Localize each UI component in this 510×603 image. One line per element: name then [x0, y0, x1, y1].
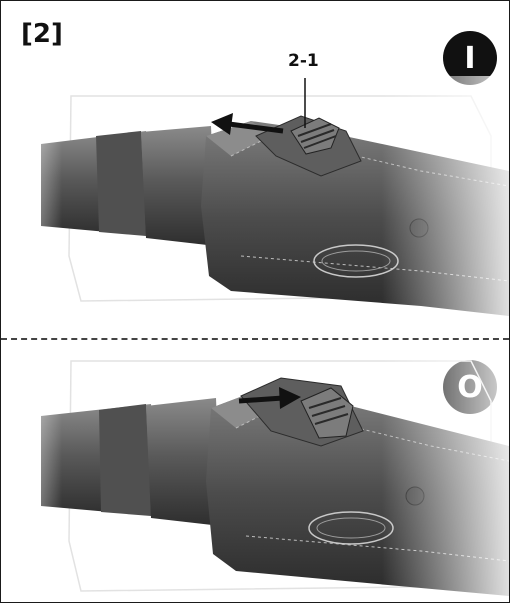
- on-state-symbol: I: [464, 40, 476, 76]
- part-callout-label: 2-1: [288, 51, 319, 71]
- step-number: [2]: [21, 19, 63, 49]
- tool-illustration-off: [1, 346, 509, 602]
- tool-illustration-on: [1, 76, 509, 331]
- section-divider: [1, 338, 509, 340]
